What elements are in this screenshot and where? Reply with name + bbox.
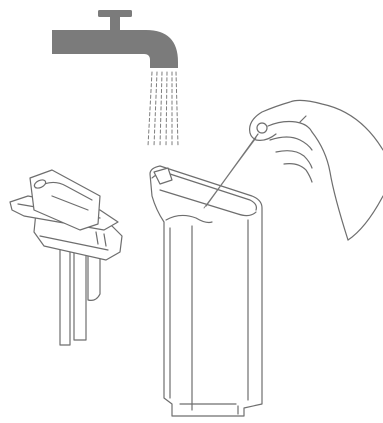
faucet-icon <box>52 10 178 68</box>
tank-lid-icon <box>10 170 122 345</box>
water-stream-icon <box>148 72 178 146</box>
water-tank-icon <box>150 166 262 416</box>
hand-icon <box>250 100 383 240</box>
